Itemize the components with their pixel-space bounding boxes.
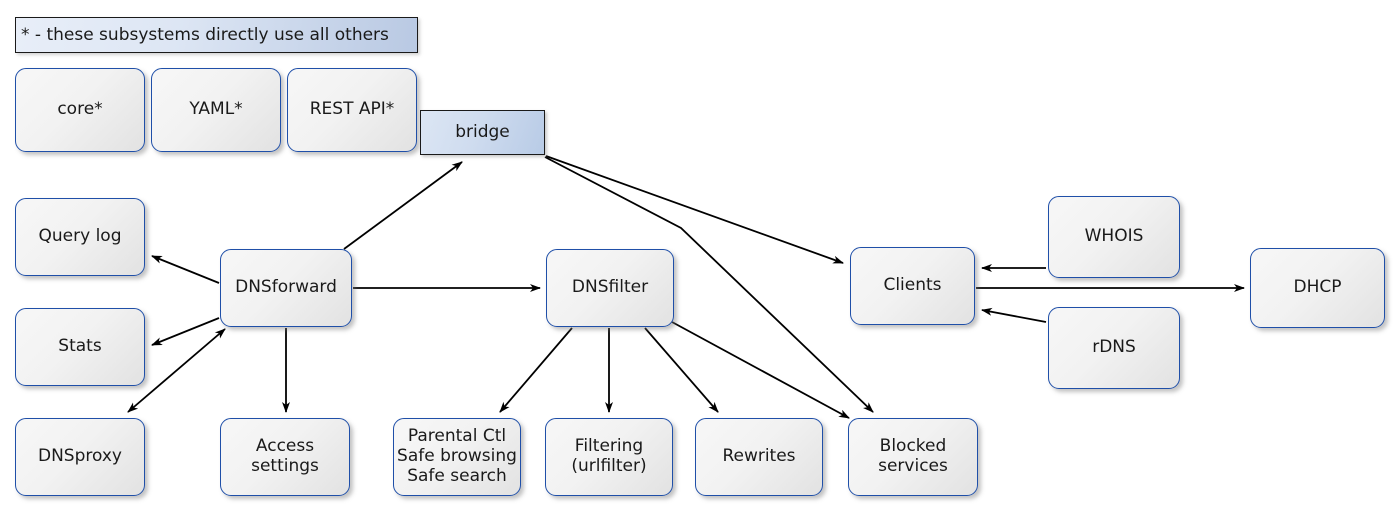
edge-dnsfilter-parental [499,327,573,413]
edge-dnsfilter-blocked-services [671,321,850,419]
node-core[interactable]: core* [15,68,145,152]
node-query-log[interactable]: Query log [15,198,145,276]
node-dnsfilter[interactable]: DNSfilter [546,249,674,327]
node-dnsfilter-label: DNSfilter [571,277,649,298]
node-rewrites[interactable]: Rewrites [695,418,823,496]
node-stats-label: Stats [58,336,102,357]
node-parental-control-label: Parental Ctl Safe browsing Safe search [397,426,517,486]
node-bridge-label: bridge [455,121,510,142]
node-clients-label: Clients [883,275,942,296]
edge-dnsfilter-rewrites [644,327,719,413]
legend-box: * - these subsystems directly use all ot… [15,17,418,53]
node-rdns-label: rDNS [1092,337,1136,358]
node-dhcp-label: DHCP [1293,277,1342,298]
node-query-log-label: Query log [38,226,122,247]
edge-dnsforward-stats [151,317,220,346]
node-clients[interactable]: Clients [850,247,975,325]
node-filtering[interactable]: Filtering (urlfilter) [545,418,673,496]
node-rest-api-label: REST API* [309,99,395,120]
edge-dnsforward-bridge [343,161,463,250]
node-dnsforward-label: DNSforward [235,277,337,298]
node-filtering-label: Filtering (urlfilter) [571,436,647,476]
node-access-settings-label: Access settings [251,436,319,476]
node-dnsproxy-label: DNSproxy [37,446,122,467]
edge-bridge-clients [545,155,844,264]
node-access-settings[interactable]: Access settings [220,418,350,496]
node-rest-api[interactable]: REST API* [287,68,417,152]
node-rewrites-label: Rewrites [722,446,796,467]
legend-text: * - these subsystems directly use all ot… [21,25,389,45]
node-blocked-services[interactable]: Blocked services [848,418,978,496]
node-dnsforward[interactable]: DNSforward [220,249,352,327]
node-blocked-services-label: Blocked services [878,436,948,476]
node-whois-label: WHOIS [1084,226,1144,247]
node-dhcp[interactable]: DHCP [1250,248,1385,328]
node-yaml-label: YAML* [189,99,243,120]
node-core-label: core* [57,99,103,120]
node-yaml[interactable]: YAML* [151,68,281,152]
node-stats[interactable]: Stats [15,308,145,386]
edge-rdns-clients [981,307,1047,323]
node-bridge[interactable]: bridge [420,110,545,155]
node-dnsproxy[interactable]: DNSproxy [15,418,145,496]
node-rdns[interactable]: rDNS [1048,307,1180,389]
node-parental-control[interactable]: Parental Ctl Safe browsing Safe search [393,418,521,496]
node-whois[interactable]: WHOIS [1048,196,1180,278]
edge-dnsforward-query-log [151,255,220,284]
